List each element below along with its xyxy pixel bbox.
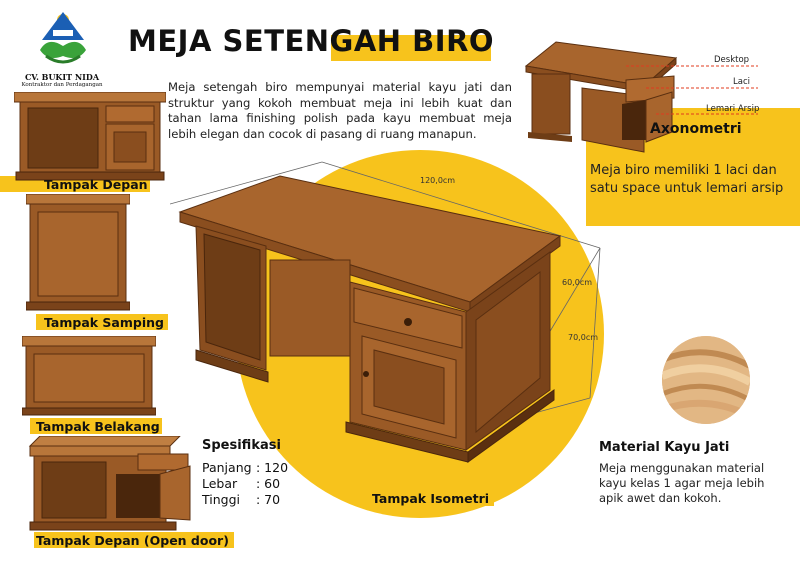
dimension-length-label: 120,0cm bbox=[420, 176, 456, 185]
axonometric-desk-drawing bbox=[524, 41, 678, 153]
axonometric-callout-lines bbox=[626, 65, 758, 115]
spec-label: Lebar bbox=[202, 476, 238, 491]
band-side bbox=[36, 314, 168, 330]
specs-table: Panjang : 120 Lebar : 60 Tinggi : 70 bbox=[202, 460, 322, 508]
spec-label: Panjang bbox=[202, 460, 252, 475]
side-view-drawing bbox=[26, 194, 130, 311]
axonometric-text: Meja biro memiliki 1 laci dan satu space… bbox=[590, 163, 784, 196]
front-view-drawing bbox=[14, 92, 166, 181]
dimension-width-label: 60,0cm bbox=[562, 278, 593, 287]
wood-grain-icon bbox=[662, 336, 750, 424]
band-back bbox=[30, 418, 162, 434]
callout-desktop: Desktop bbox=[714, 55, 750, 65]
title-highlight bbox=[331, 35, 491, 61]
dimension-height-label: 70,0cm bbox=[568, 333, 599, 342]
logo-company-subtitle: Kontraktor dan Perdagangan bbox=[21, 82, 103, 88]
front-open-view-drawing bbox=[28, 436, 191, 531]
logo-company-name: CV. BUKIT NIDA bbox=[24, 72, 100, 82]
front-open-view-label: Tampak Depan (Open door) bbox=[36, 533, 229, 548]
band-front-open bbox=[34, 532, 234, 548]
spec-row-width: Lebar : 60 bbox=[202, 476, 322, 492]
spec-value: : 70 bbox=[256, 492, 281, 507]
specs-title: Spesifikasi bbox=[202, 438, 281, 453]
logo-emblem-icon bbox=[40, 12, 86, 64]
material-title: Material Kayu Jati bbox=[599, 440, 730, 455]
spec-label: Tinggi bbox=[202, 492, 240, 507]
band-isometric bbox=[368, 490, 494, 506]
side-view-label: Tampak Samping bbox=[44, 315, 164, 330]
isometric-desk-drawing bbox=[170, 161, 601, 463]
product-description: Meja setengah biro mempunyai material ka… bbox=[168, 80, 512, 141]
spec-row-length: Panjang : 120 bbox=[202, 460, 322, 476]
callout-file-cabinet: Lemari Arsip bbox=[706, 104, 760, 114]
material-text: Meja menggunakan material kayu kelas 1 a… bbox=[599, 461, 765, 505]
wood-sample-image bbox=[662, 336, 750, 424]
back-view-label: Tampak Belakang bbox=[36, 419, 160, 434]
callout-drawer: Laci bbox=[733, 77, 750, 87]
front-view-label: Tampak Depan bbox=[44, 177, 148, 192]
page-title: MEJA SETENGAH BIRO bbox=[128, 24, 495, 58]
isometric-view-label: Tampak Isometri bbox=[372, 491, 490, 506]
back-view-drawing bbox=[22, 336, 156, 416]
spec-value: : 120 bbox=[256, 460, 289, 475]
axonometric-title: Axonometri bbox=[650, 121, 742, 137]
spec-row-height: Tinggi : 70 bbox=[202, 492, 322, 508]
spec-value: : 60 bbox=[256, 476, 281, 491]
company-logo bbox=[18, 6, 108, 70]
